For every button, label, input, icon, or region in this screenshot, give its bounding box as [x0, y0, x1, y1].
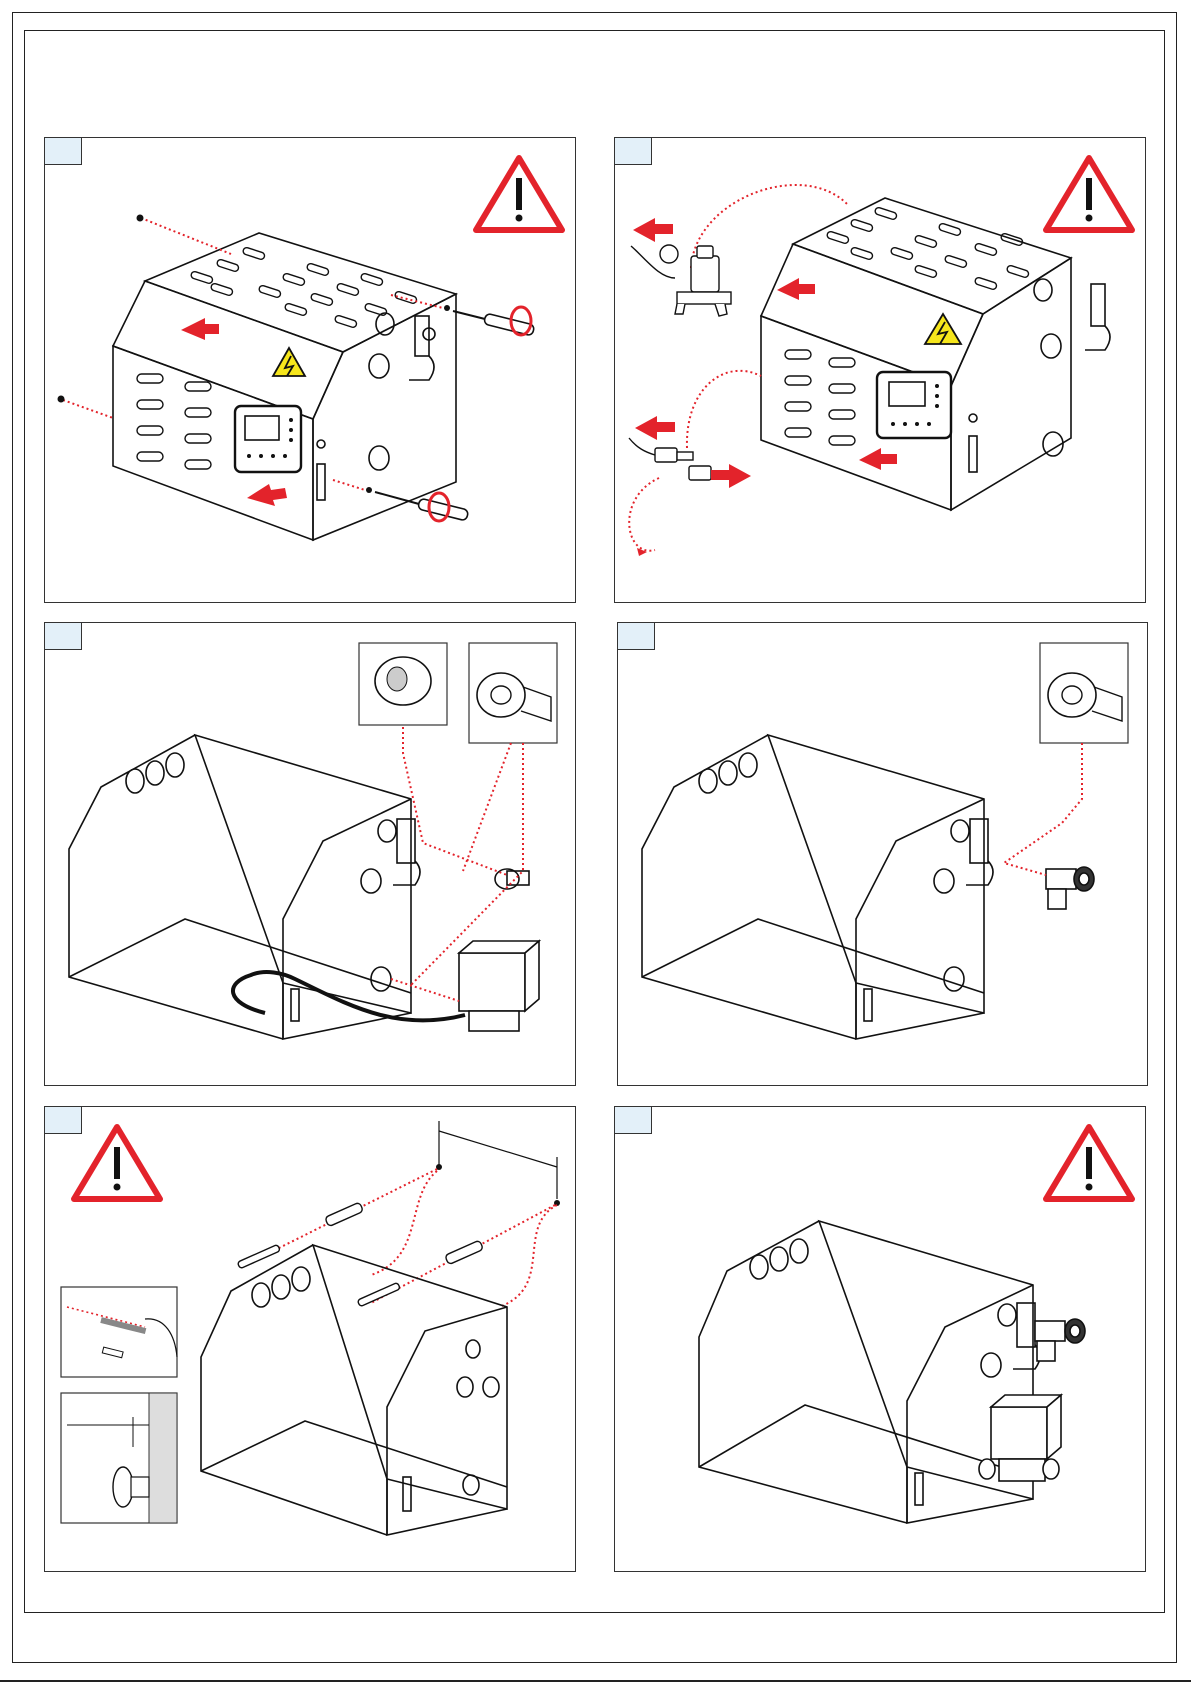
footer-rule — [0, 1680, 1191, 1682]
wire-paths — [629, 185, 849, 551]
drain-hose — [233, 972, 465, 1020]
control-panel-display — [235, 406, 301, 472]
assembled-unit-drawing — [615, 1107, 1147, 1573]
warning-triangle-icon — [74, 1127, 160, 1199]
pipe-fittings — [969, 279, 1110, 472]
filter-valve-drawing — [45, 623, 577, 1087]
control-panel-display — [877, 372, 951, 438]
wall-anchor — [237, 1202, 483, 1307]
filter-washer-inset — [359, 643, 447, 725]
steam-generator-unit — [761, 198, 1071, 510]
top-vents — [826, 207, 1029, 290]
front-vents — [137, 374, 211, 469]
anchor-paths — [245, 1169, 557, 1307]
open-chassis — [201, 1245, 507, 1535]
safety-valve-drawing — [618, 623, 1149, 1087]
warning-triangle-icon — [1046, 1127, 1132, 1199]
pipe-fittings — [393, 819, 529, 889]
hole-spacing-dimension — [439, 1121, 557, 1199]
cover-removal-drawing — [45, 138, 577, 604]
screwdriver-icon — [375, 311, 535, 521]
safety-valve — [1046, 867, 1094, 909]
pipe-fittings — [317, 313, 435, 500]
thermostat-switch — [631, 245, 731, 316]
panel-step-4 — [617, 622, 1148, 1086]
high-voltage-icon — [925, 314, 961, 344]
panel-step-6 — [614, 1106, 1146, 1572]
drill-hole-marker — [436, 1164, 560, 1206]
open-chassis — [642, 735, 993, 1039]
wall-mounting-drawing — [45, 1107, 577, 1573]
ptfe-tape-icon — [1040, 643, 1128, 743]
panel-step-3 — [44, 622, 576, 1086]
solenoid-valve — [979, 1395, 1061, 1481]
solenoid-valve — [459, 941, 539, 1031]
ptfe-tape-icon — [469, 643, 557, 743]
panel-step-2 — [614, 137, 1146, 603]
drilling-inset — [61, 1287, 177, 1377]
high-voltage-icon — [273, 348, 305, 376]
front-vents — [785, 350, 855, 445]
safety-valve — [1035, 1319, 1085, 1361]
wall-clearance-inset — [61, 1393, 177, 1523]
panel-step-5 — [44, 1106, 576, 1572]
pull-arrow-icon — [633, 218, 897, 556]
panel-step-1 — [44, 137, 576, 603]
warning-triangle-icon — [476, 158, 562, 230]
open-chassis — [69, 735, 411, 1039]
wiring-disconnect-drawing — [615, 138, 1147, 604]
top-vents — [190, 247, 417, 328]
rotate-arrow-icon — [429, 307, 531, 521]
warning-triangle-icon — [1046, 158, 1132, 230]
connection-path — [1004, 743, 1082, 875]
